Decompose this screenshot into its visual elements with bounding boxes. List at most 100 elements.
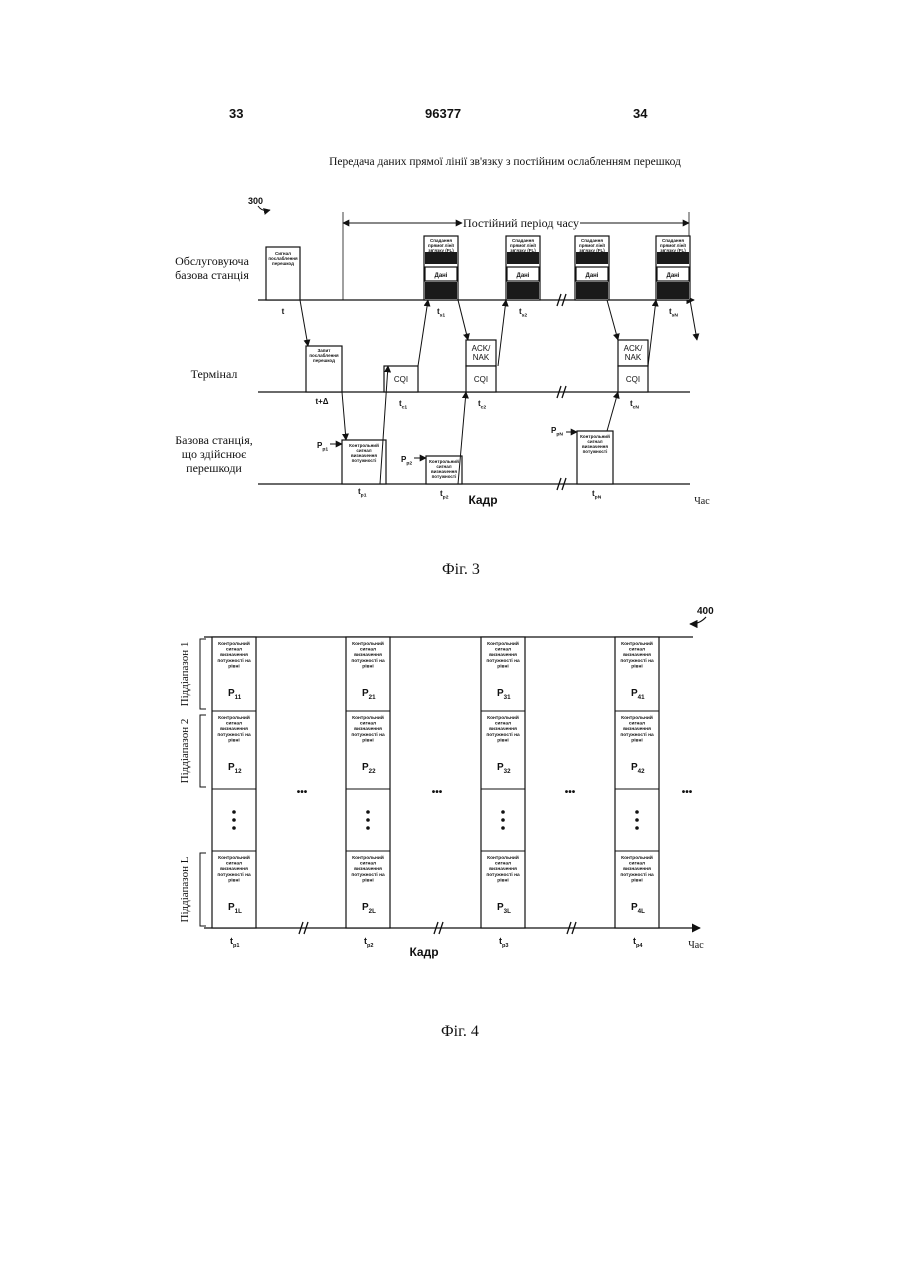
time-label: tp2 — [440, 489, 449, 501]
figure-4: 400Піддіапазон 1Піддіапазон 2Піддіапазон… — [179, 606, 714, 1040]
time-label: tc1 — [399, 399, 407, 411]
cell-text: рівні — [228, 877, 239, 883]
cell-text: визначення — [623, 727, 651, 732]
ack-label: NAK — [625, 353, 642, 362]
power-label: Pp1 — [317, 441, 328, 453]
horizontal-ellipsis: ••• — [682, 787, 693, 798]
block-text: перешкод — [272, 261, 294, 266]
subband-label: Піддіапазон L — [179, 856, 191, 922]
signal-arrow — [648, 300, 656, 366]
block-text: зв'язку (FL) — [510, 248, 536, 253]
cell-text: Контрольний — [352, 854, 384, 861]
vertical-ellipsis — [501, 826, 505, 830]
vertical-ellipsis — [366, 826, 370, 830]
vertical-ellipsis — [501, 810, 505, 814]
vertical-ellipsis — [232, 810, 236, 814]
cqi-label: CQI — [626, 375, 640, 384]
cell-text: сигнал — [495, 722, 511, 727]
cell-text: потужності на — [217, 732, 251, 738]
hatch-fill — [657, 282, 689, 299]
power-label: Pp2 — [401, 455, 412, 467]
frame-column — [212, 637, 256, 928]
ref-arrow — [258, 206, 270, 211]
vertical-ellipsis — [501, 818, 505, 822]
cell-text: потужності на — [217, 872, 251, 878]
signal-arrow — [300, 300, 308, 346]
cell-text: Контрольний — [621, 714, 653, 721]
signal-arrow — [607, 392, 618, 431]
figure-caption: Фіг. 4 — [441, 1023, 479, 1040]
cell-text: сигнал — [360, 648, 376, 653]
interfering-bs-label: Базова станція, — [175, 433, 252, 447]
vertical-ellipsis — [366, 810, 370, 814]
data-label: Дані — [586, 273, 599, 279]
data-label: Дані — [435, 273, 448, 279]
cell-text: Контрольний — [352, 714, 384, 721]
time-label: t+Δ — [315, 397, 328, 406]
time-label: tp4 — [633, 936, 643, 949]
subband-bracket — [200, 853, 206, 926]
ref-number: 400 — [697, 606, 714, 617]
ack-label: ACK/ — [472, 344, 491, 353]
cell-text: рівні — [362, 663, 373, 669]
horizontal-ellipsis: ••• — [565, 787, 576, 798]
hatch-fill — [507, 282, 539, 299]
frame-column — [481, 637, 525, 928]
cell-text: сигнал — [629, 722, 645, 727]
figure-3: Передача даних прямої лінії зв'язку з по… — [175, 156, 710, 578]
time-label: tp1 — [358, 487, 367, 499]
time-label: tp1 — [230, 936, 240, 949]
frame-column — [615, 637, 659, 928]
cqi-label: CQI — [474, 375, 488, 384]
time-label: tp2 — [364, 936, 374, 949]
cell-text: сигнал — [226, 722, 242, 727]
cell-text: рівні — [497, 737, 508, 743]
block-text: зв'язку (FL) — [660, 248, 686, 253]
block-text: потужності — [352, 458, 377, 463]
cell-text: рівні — [228, 663, 239, 669]
cell-text: рівні — [631, 663, 642, 669]
horizontal-ellipsis: ••• — [432, 787, 443, 798]
cell-text: сигнал — [629, 862, 645, 867]
time-label: ts2 — [519, 307, 527, 319]
cell-text: рівні — [631, 877, 642, 883]
cell-text: рівні — [497, 663, 508, 669]
time-axis-label: Час — [694, 496, 710, 507]
terminal-label: Термінал — [191, 367, 238, 381]
signal-arrow — [458, 300, 468, 340]
cell-text: Контрольний — [487, 854, 519, 861]
serving-bs-label: базова станція — [175, 268, 249, 282]
cell-text: рівні — [228, 737, 239, 743]
cell-text: потужності на — [486, 658, 520, 664]
power-label: PpN — [551, 426, 563, 438]
cqi-label: CQI — [394, 375, 408, 384]
cell-text: потужності на — [620, 732, 654, 738]
signal-arrow — [690, 300, 697, 340]
cell-text: Контрольний — [621, 854, 653, 861]
signal-arrow — [342, 392, 346, 440]
signal-arrow — [418, 300, 428, 366]
ref-arrow — [690, 617, 706, 624]
cell-text: сигнал — [360, 722, 376, 727]
block-text: зв'язку (FL) — [579, 248, 605, 253]
cell-text: рівні — [497, 877, 508, 883]
cell-text: рівні — [631, 737, 642, 743]
time-label: tc2 — [478, 399, 486, 411]
time-label: t — [282, 307, 285, 316]
ref-number: 300 — [248, 196, 263, 206]
horizontal-ellipsis: ••• — [297, 787, 308, 798]
cell-text: сигнал — [629, 648, 645, 653]
cell-text: сигнал — [226, 648, 242, 653]
interfering-bs-label: перешкоди — [186, 461, 242, 475]
subband-bracket — [200, 639, 206, 709]
cell-text: потужності на — [351, 658, 385, 664]
data-label: Дані — [517, 273, 530, 279]
block-text: перешкод — [313, 358, 335, 363]
cell-text: потужності на — [486, 872, 520, 878]
block-text: потужності — [583, 449, 608, 454]
vertical-ellipsis — [635, 826, 639, 830]
cell-text: потужності на — [620, 872, 654, 878]
cell-text: сигнал — [495, 648, 511, 653]
time-label: tsN — [669, 307, 678, 319]
